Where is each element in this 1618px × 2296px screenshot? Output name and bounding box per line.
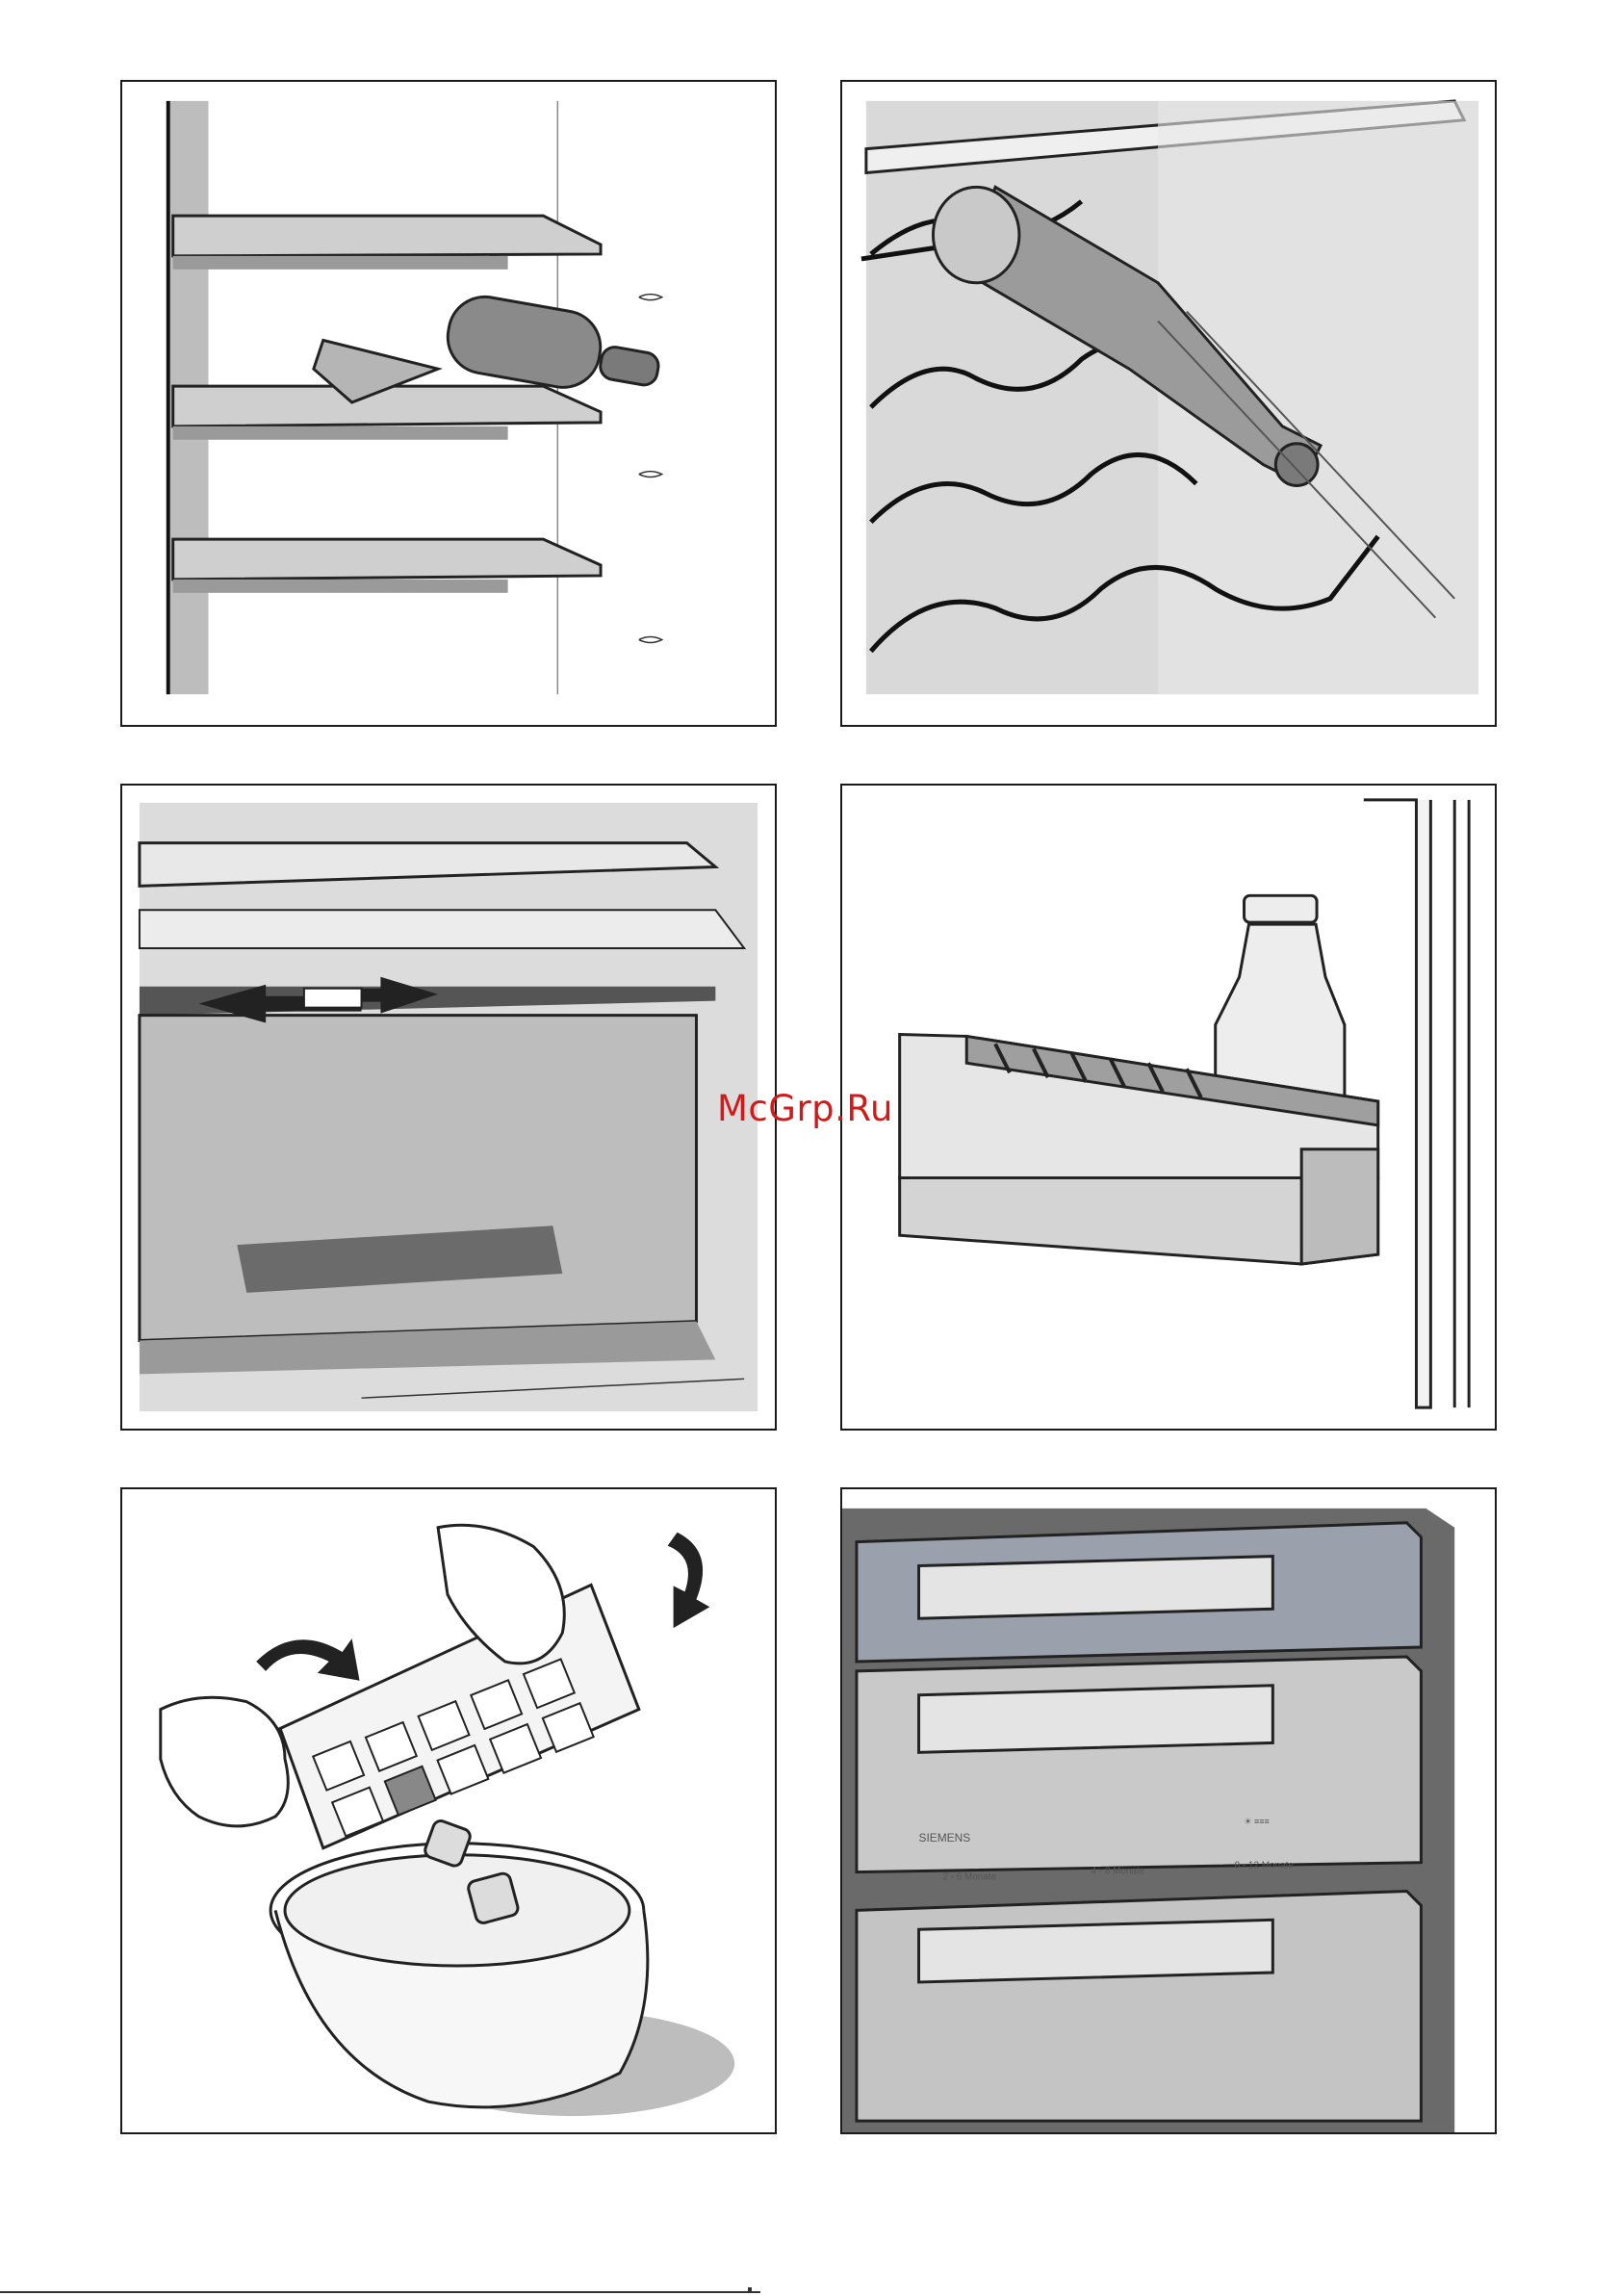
zone3-label: 8 - 12 Monate: [1235, 1861, 1295, 1871]
zone1-label: 2 - 6 Monate: [942, 1872, 996, 1883]
panel-freezer-drawers: SIEMENS ☀ ≡≡≡ 2 - 6 Monate 4 - 8 Monate …: [840, 1487, 1497, 2134]
panel-drawer: [120, 784, 777, 1431]
freezer-drawers-illustration: SIEMENS ☀ ≡≡≡ 2 - 6 Monate 4 - 8 Monate …: [842, 1489, 1495, 2132]
panel-door-shelf: [840, 784, 1497, 1431]
footer-divider: [0, 2291, 760, 2293]
panel-wine-rack: [840, 80, 1497, 727]
panel-ice-tray: [120, 1487, 777, 2134]
footer-mark: [748, 2287, 752, 2291]
drawer-arrows-illustration: [122, 786, 775, 1429]
panel-shelves: [120, 80, 777, 727]
shelf-illustration: [122, 82, 775, 725]
watermark-text: McGrp.Ru: [717, 1088, 893, 1129]
wine-rack-illustration: [842, 82, 1495, 725]
door-bottle-shelf-illustration: [842, 786, 1495, 1429]
ice-tray-illustration: [122, 1489, 775, 2132]
badge-label: ☀ ≡≡≡: [1245, 1817, 1270, 1826]
brand-label: SIEMENS: [919, 1831, 971, 1845]
zone2-label: 4 - 8 Monate: [1091, 1867, 1144, 1877]
